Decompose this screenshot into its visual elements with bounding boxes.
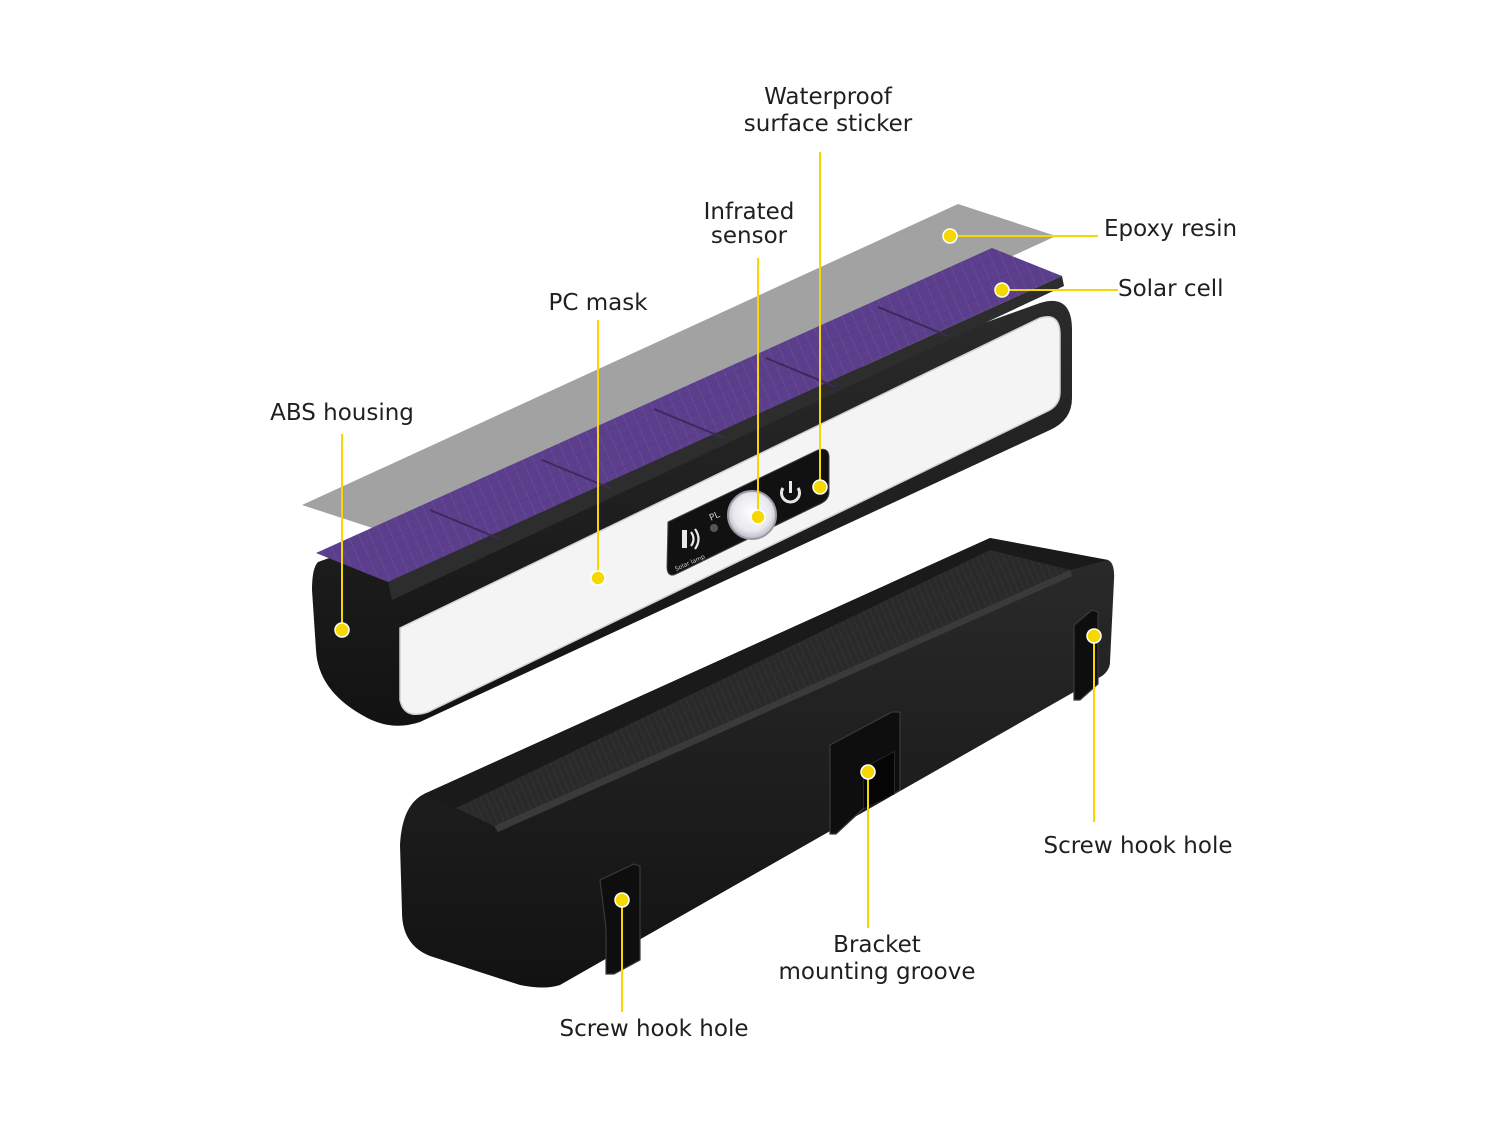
label-screw-hook-left: Screw hook hole (559, 1016, 749, 1042)
label-waterproof-sticker: Waterproof surface sticker (743, 84, 913, 137)
abs-housing-lower (400, 538, 1115, 988)
label-pc-mask: PC mask (548, 290, 648, 316)
label-abs-housing: ABS housing (270, 400, 414, 426)
label-infrated-sensor: Infrated sensor (703, 199, 795, 249)
callout-dots (334, 228, 1102, 908)
epoxy-resin-layer (302, 204, 1056, 537)
screw-hook-left (599, 863, 641, 975)
callout-lines (341, 152, 1118, 1012)
label-screw-hook-right: Screw hook hole (1043, 833, 1233, 859)
label-solar-cell: Solar cell (1118, 276, 1224, 302)
power-icon (780, 481, 801, 504)
motion-sensor-icon (682, 528, 700, 550)
label-epoxy-resin: Epoxy resin (1104, 216, 1238, 242)
panel-pl-text: PL (708, 510, 722, 523)
label-bracket-groove: Bracket mounting groove (778, 932, 976, 985)
indicator-light (710, 524, 718, 532)
solar-cell-layer (316, 248, 1064, 600)
